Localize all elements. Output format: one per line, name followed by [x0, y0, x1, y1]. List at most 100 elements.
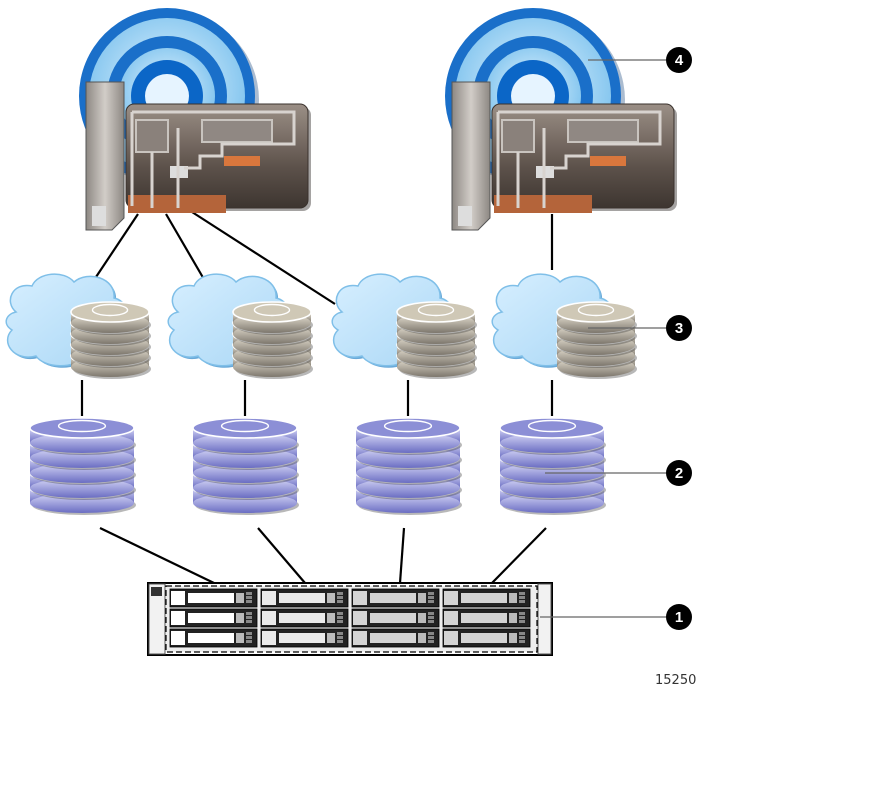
- drive-bay: [169, 628, 258, 648]
- callout-4: 4: [588, 47, 692, 73]
- array: [29, 417, 136, 515]
- stack-cap: [220, 419, 270, 433]
- stack-cap: [383, 419, 433, 433]
- drive-led: [246, 640, 252, 643]
- drive-led: [519, 636, 525, 639]
- arrays: [29, 417, 606, 515]
- virtual-disk: [5, 273, 151, 379]
- stack-cap: [527, 419, 577, 433]
- drive-led: [337, 640, 343, 643]
- platter-bottom: [356, 478, 460, 498]
- drive-bay: [351, 588, 440, 608]
- drive-led: [337, 636, 343, 639]
- link-array1-enclosure: [99, 527, 215, 584]
- drive-led: [337, 612, 343, 615]
- drive-column: [442, 588, 531, 648]
- stack-cap: [91, 303, 129, 317]
- drive-handle: [418, 593, 426, 603]
- drive-led: [246, 632, 252, 635]
- drive-handle: [509, 593, 517, 603]
- callout-2: 2: [545, 460, 692, 486]
- drive-latch: [444, 591, 458, 605]
- platter-bottom: [500, 433, 604, 453]
- drive-led: [428, 616, 434, 619]
- drive-label: [370, 613, 416, 623]
- drive-handle: [236, 593, 244, 603]
- drive-label: [188, 613, 234, 623]
- drive-handle: [236, 613, 244, 623]
- virtual-disk-stack: [70, 301, 151, 379]
- platter-bottom: [356, 448, 460, 468]
- platter-bottom: [500, 448, 604, 468]
- virtual-disks: [5, 273, 637, 379]
- callout-4-marker: [666, 47, 692, 73]
- drive-latch: [353, 611, 367, 625]
- drive-led: [519, 620, 525, 623]
- callout-4-number: 4: [675, 52, 684, 69]
- platter-bottom: [356, 493, 460, 513]
- drive-label: [370, 633, 416, 643]
- drive-led: [246, 600, 252, 603]
- link-adapter1-vdisk3: [191, 211, 336, 305]
- drive-led: [519, 592, 525, 595]
- card-led: [224, 156, 260, 166]
- stack-cap: [57, 419, 107, 433]
- card-chip: [135, 119, 169, 153]
- drive-led: [337, 600, 343, 603]
- drive-bay: [442, 628, 531, 648]
- platter-bottom: [30, 433, 134, 453]
- platter-bottom: [30, 478, 134, 498]
- figure-id: 15250: [655, 673, 696, 688]
- enclosure-right-ear: [537, 583, 552, 655]
- drive-bay: [351, 608, 440, 628]
- drive-led: [337, 632, 343, 635]
- drive-led: [519, 632, 525, 635]
- drive-handle: [418, 633, 426, 643]
- drive-column: [351, 588, 440, 648]
- stack-cap: [577, 303, 615, 317]
- callout-2-marker: [666, 460, 692, 486]
- host-adapter: [79, 8, 311, 231]
- stack-cap: [417, 303, 455, 317]
- drive-column: [260, 588, 349, 648]
- drive-bay: [442, 608, 531, 628]
- virtual-disk-stack: [232, 301, 313, 379]
- card-bracket: [85, 81, 125, 231]
- drive-handle: [327, 633, 335, 643]
- drive-label: [279, 613, 325, 623]
- drive-handle: [327, 593, 335, 603]
- enclosure-left-ear: [148, 583, 166, 655]
- callout-1-number: 1: [675, 609, 683, 626]
- virtual-disk-stack: [396, 301, 477, 379]
- array: [192, 417, 299, 515]
- drive-led: [428, 600, 434, 603]
- drive-latch: [444, 631, 458, 645]
- stack-cap: [253, 303, 291, 317]
- platter-bottom: [193, 493, 297, 513]
- host-adapters: [79, 8, 677, 231]
- callout-1-marker: [666, 604, 692, 630]
- platter-bottom: [500, 493, 604, 513]
- drive-led: [246, 592, 252, 595]
- drive-latch: [444, 611, 458, 625]
- drive-led: [337, 620, 343, 623]
- platter-bottom: [193, 478, 297, 498]
- platter-bottom: [30, 463, 134, 483]
- drive-handle: [509, 633, 517, 643]
- drive-bay: [169, 608, 258, 628]
- drive-bay: [442, 588, 531, 608]
- link-array3-enclosure: [398, 527, 406, 584]
- callout-3: 3: [588, 315, 692, 341]
- drive-latch: [171, 631, 185, 645]
- drive-led: [246, 620, 252, 623]
- drive-bay: [169, 588, 258, 608]
- drive-latch: [171, 611, 185, 625]
- storage-enclosure: [147, 582, 553, 656]
- drive-led: [246, 636, 252, 639]
- platter-bottom: [193, 463, 297, 483]
- link-array4-enclosure: [491, 527, 547, 584]
- drive-label: [461, 633, 507, 643]
- callouts: 1 2 3 4: [540, 47, 692, 630]
- drive-latch: [353, 631, 367, 645]
- drive-latch: [353, 591, 367, 605]
